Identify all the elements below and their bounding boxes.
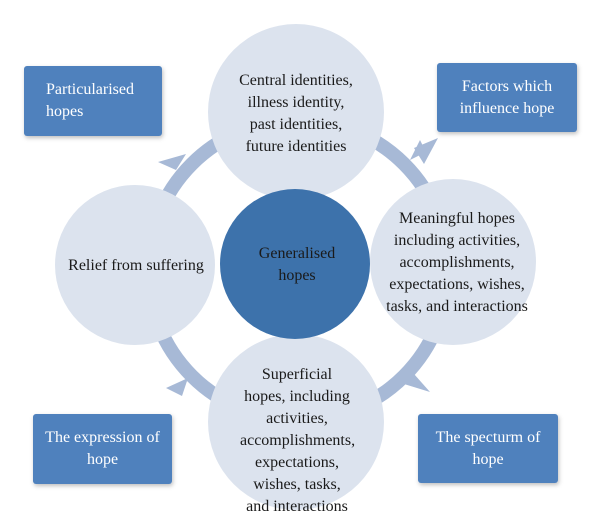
circle-bottom-label: Superficial hopes, including activities,… [240, 366, 356, 515]
circle-right [370, 179, 536, 345]
circle-left-label: Relief from suffering [68, 257, 204, 274]
circle-left [55, 185, 215, 345]
box-expression-of-hope-label: The expression of hope [45, 429, 160, 468]
box-factors-influence-hope-label: Factors which influence hope [459, 78, 555, 117]
arrow-to-expression-of-hope [166, 378, 188, 396]
box-expression-of-hope [33, 414, 172, 484]
arrow-to-particularised-hopes [158, 154, 186, 170]
arrow-to-factors-influence [414, 138, 438, 164]
arrow-to-factors-influence-back [410, 140, 426, 160]
box-spectrum-of-hope [418, 414, 558, 483]
center-label: Generalised hopes [258, 245, 336, 284]
arrow-to-spectrum-of-hope [404, 374, 430, 392]
circle-bottom [208, 334, 384, 510]
circle-center [220, 189, 370, 339]
circle-top-label: Central identities, illness identity, pa… [239, 72, 353, 155]
circle-right-label: Meaningful hopes including activities, a… [386, 210, 528, 315]
box-particularised-hopes [24, 66, 162, 136]
circle-top [208, 24, 384, 200]
box-factors-influence-hope [437, 63, 577, 132]
box-particularised-hopes-label: Particularised hopes [46, 81, 134, 120]
box-spectrum-of-hope-label: The specturm of hope [435, 429, 541, 468]
